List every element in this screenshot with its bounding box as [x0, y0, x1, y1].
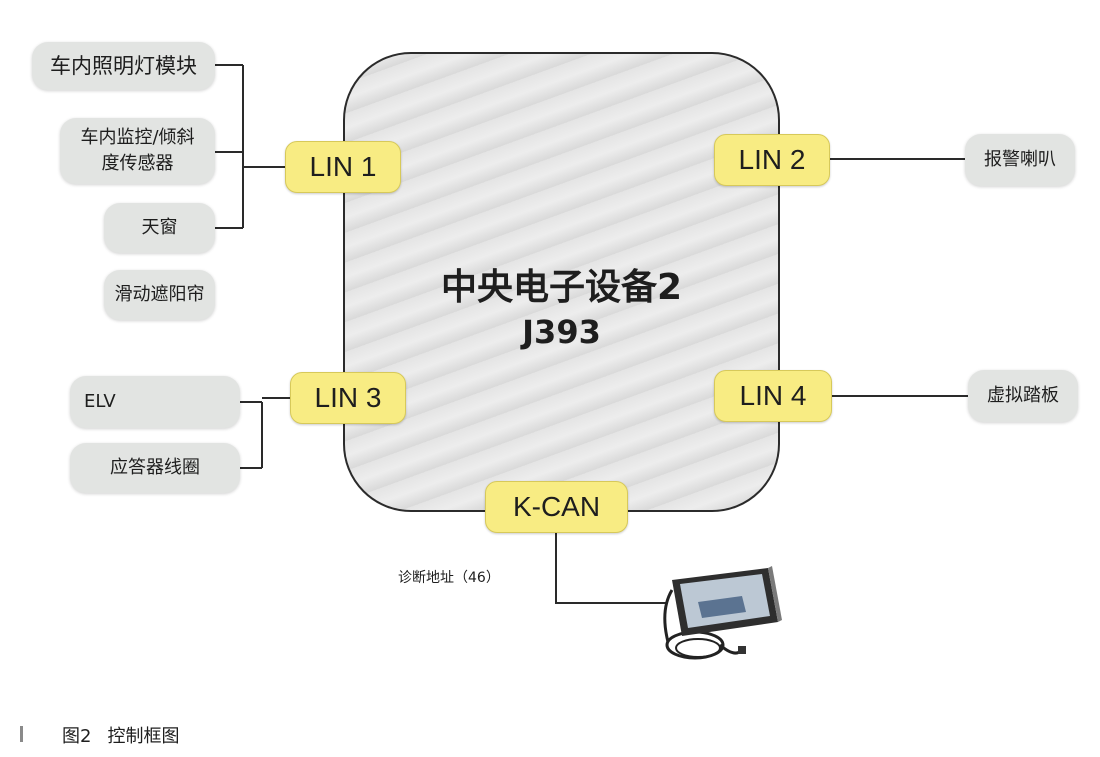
- device-interior-monitor-tilt-sensor: 车内监控/倾斜 度传感器: [60, 118, 215, 184]
- figure-caption: 图2 控制框图: [62, 722, 195, 748]
- figure-title: 控制框图: [107, 726, 180, 747]
- lin4-bus: LIN 4: [714, 370, 832, 422]
- ecu-code: J393: [522, 313, 601, 351]
- diagnostic-tester-image: [663, 566, 782, 660]
- diagnostic-address-label: 诊断地址（46）: [398, 570, 500, 586]
- lin3-bus: LIN 3: [290, 372, 406, 424]
- device-alarm-horn: 报警喇叭: [965, 134, 1075, 186]
- lin2-bus: LIN 2: [714, 134, 830, 186]
- central-electronics-module: [343, 52, 780, 512]
- device-sliding-sunshade: 滑动遮阳帘: [104, 270, 215, 320]
- device-elv: ELV: [70, 376, 240, 428]
- caption-marker: [20, 726, 23, 742]
- lin1-bus: LIN 1: [285, 141, 401, 193]
- device-monitor-line1: 车内监控/倾斜: [80, 127, 195, 148]
- device-sunroof: 天窗: [104, 203, 215, 253]
- kcan-bus: K-CAN: [485, 481, 628, 533]
- device-virtual-pedal: 虚拟踏板: [968, 370, 1078, 422]
- device-monitor-line2: 度传感器: [101, 153, 174, 174]
- ecu-title: 中央电子设备2: [440, 267, 683, 308]
- figure-number: 图2: [62, 726, 92, 747]
- device-transponder-coil: 应答器线圈: [70, 443, 240, 493]
- wire-kcan-tester: [555, 533, 668, 604]
- device-interior-light-module: 车内照明灯模块: [32, 42, 215, 90]
